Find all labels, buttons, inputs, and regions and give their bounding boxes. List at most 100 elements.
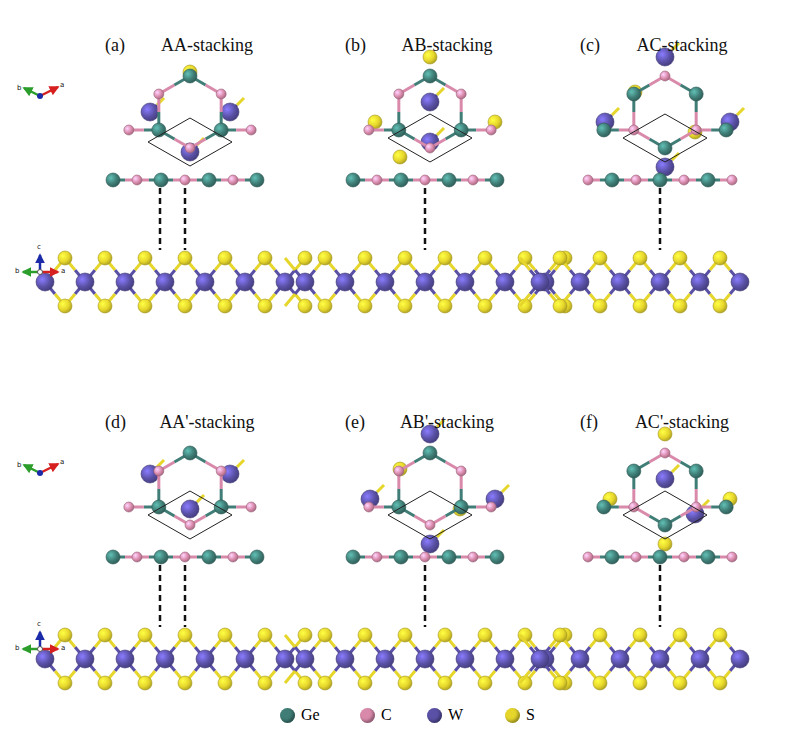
atom	[196, 650, 214, 668]
stacking-panel	[285, 420, 572, 690]
axis-icon	[24, 464, 58, 476]
atom	[478, 676, 492, 690]
atom	[478, 299, 492, 313]
legend-item: S	[505, 706, 535, 724]
interlayer-distance	[159, 188, 162, 250]
stacking-panel	[36, 446, 312, 690]
atom	[98, 299, 112, 313]
atom	[420, 552, 430, 562]
atom	[318, 676, 332, 690]
bond	[437, 128, 444, 135]
atom	[258, 628, 272, 642]
atom	[660, 448, 670, 458]
atom	[478, 251, 492, 265]
atom	[468, 175, 478, 185]
atom	[633, 676, 647, 690]
atom	[442, 550, 456, 564]
interlayer-distance	[424, 565, 427, 627]
atom	[196, 273, 214, 291]
atom	[154, 550, 168, 564]
atom	[76, 273, 94, 291]
atom	[214, 123, 228, 137]
atom	[490, 173, 504, 187]
atom	[425, 143, 435, 153]
atom	[132, 175, 142, 185]
atom	[531, 650, 549, 668]
atom	[651, 650, 669, 668]
atom	[438, 299, 452, 313]
atom	[258, 251, 272, 265]
atom	[673, 628, 687, 642]
atom	[398, 251, 412, 265]
stacking-panel	[285, 50, 572, 313]
atom	[372, 552, 382, 562]
atom	[178, 676, 192, 690]
atom	[593, 251, 607, 265]
atom	[296, 273, 314, 291]
legend-text: S	[526, 706, 535, 724]
axis-icon	[24, 87, 58, 99]
atom	[346, 550, 360, 564]
atom	[553, 676, 567, 690]
atom	[180, 175, 190, 185]
atom	[246, 125, 256, 135]
panel-title: AC-stacking	[637, 36, 728, 54]
atom	[553, 299, 567, 313]
axis-icon	[23, 632, 58, 652]
atom	[250, 173, 264, 187]
atom	[689, 87, 703, 101]
atom	[398, 676, 412, 690]
atom	[653, 550, 667, 564]
atom	[553, 628, 567, 642]
legend-swatch	[505, 708, 520, 723]
atom	[658, 141, 672, 155]
atom	[228, 552, 238, 562]
bond	[520, 671, 530, 683]
interlayer-distance	[659, 188, 662, 250]
atom	[398, 299, 412, 313]
bond	[285, 294, 295, 306]
atom	[154, 89, 164, 99]
atom	[258, 299, 272, 313]
atom	[679, 552, 689, 562]
atom	[394, 466, 404, 476]
atom	[202, 173, 216, 187]
atom	[376, 650, 394, 668]
atom	[701, 550, 715, 564]
atom	[571, 273, 589, 291]
unit-cell	[623, 491, 707, 539]
atom	[442, 173, 456, 187]
atom	[486, 502, 496, 512]
atom	[336, 273, 354, 291]
bond	[520, 294, 530, 306]
atom	[258, 676, 272, 690]
atom	[656, 470, 674, 488]
bond	[737, 108, 744, 115]
atom	[116, 650, 134, 668]
atom	[141, 103, 159, 121]
atom	[296, 650, 314, 668]
atom	[605, 550, 619, 564]
bond	[437, 88, 444, 95]
atom	[228, 175, 238, 185]
axis-label: a	[60, 82, 64, 89]
atom	[221, 103, 239, 121]
atom	[490, 550, 504, 564]
atom	[719, 123, 733, 137]
atom	[181, 500, 199, 518]
atom	[58, 251, 72, 265]
atom	[531, 273, 549, 291]
interlayer-distance	[184, 188, 187, 250]
atom	[611, 650, 629, 668]
atom	[318, 251, 332, 265]
atom	[183, 446, 197, 460]
atom	[731, 273, 749, 291]
atom	[496, 650, 514, 668]
atom	[398, 628, 412, 642]
bond	[520, 635, 530, 647]
atom	[106, 173, 120, 187]
atom	[597, 123, 611, 137]
atom	[631, 175, 641, 185]
atom	[246, 502, 256, 512]
